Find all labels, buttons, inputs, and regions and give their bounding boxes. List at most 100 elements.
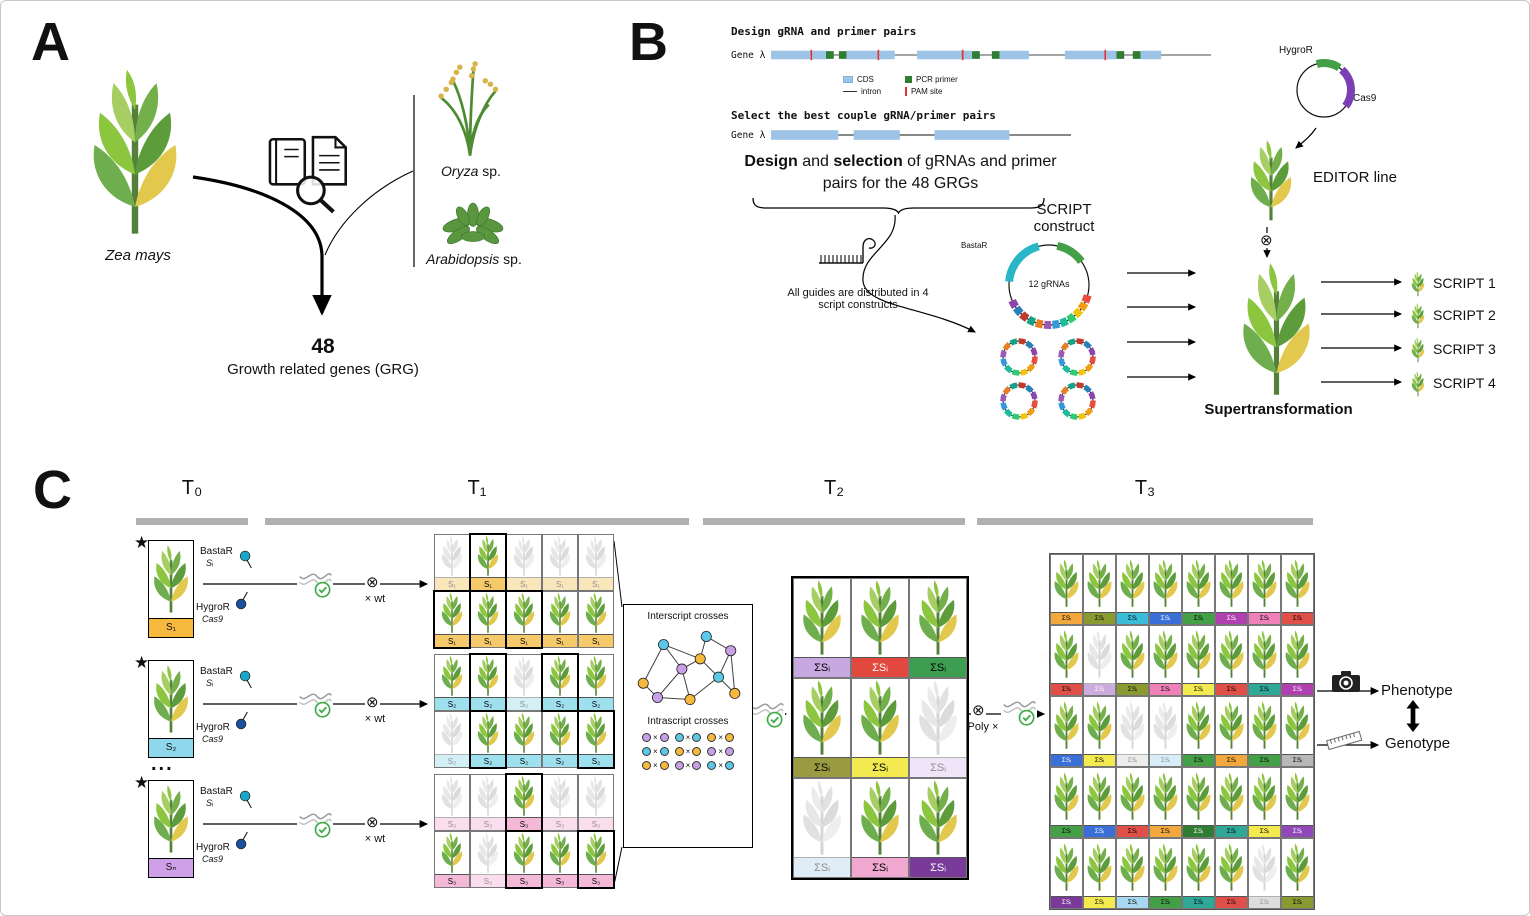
gene-count-caption: Growth related genes (GRG)	[227, 361, 419, 378]
plant-cell: ΣSᵢ	[1116, 838, 1149, 909]
maize-plant-icon	[1216, 839, 1247, 896]
genotyping-dna-icon	[297, 809, 333, 839]
bastar-marker-icon	[238, 670, 254, 690]
gene-map-2	[771, 130, 1072, 140]
literature-search-icon	[263, 129, 367, 215]
gene-map-row-1: Gene λ	[731, 47, 1212, 63]
plant-cell: ΣSᵢ	[1182, 838, 1215, 909]
maize-plant-icon	[149, 781, 193, 858]
script-plasmid-icon	[1005, 241, 1093, 329]
gene-lambda-label-2: Gene λ	[731, 129, 766, 141]
t0-row-s2: ★ S₂ BastaR Sᵢ HygroR Cas9	[134, 654, 436, 772]
sentence-bold-design: Design	[744, 153, 798, 170]
ruler-icon	[1325, 729, 1363, 751]
sample-label: S₁	[543, 577, 577, 590]
sample-label: ΣSᵢ	[1117, 825, 1148, 837]
pam-site-label: PAM site	[911, 87, 943, 96]
sample-label: ΣSᵢ	[1249, 612, 1280, 624]
plant-cell: S₁	[542, 591, 578, 648]
sample-label: S₃	[435, 874, 469, 887]
plant-cell: ΣSᵢ	[909, 778, 967, 878]
generation-t2-bar	[703, 518, 965, 525]
sample-label: S₁	[471, 577, 505, 590]
cross-parent-dot	[674, 747, 684, 756]
maize-plant-icon	[471, 655, 505, 697]
plant-cell: ΣSᵢ	[1215, 767, 1248, 838]
maize-plant-icon	[507, 535, 541, 577]
maize-plant-icon	[1051, 697, 1082, 754]
panel-c-label: C	[33, 460, 72, 520]
maize-plant-icon	[435, 592, 469, 634]
plant-cell: S₂	[434, 654, 470, 711]
bastar-label: BastaR	[200, 666, 233, 677]
sample-label: ΣSᵢ	[1150, 683, 1181, 695]
cross-x-symbol: ×	[718, 733, 723, 742]
plant-cell: ΣSᵢ	[1281, 767, 1314, 838]
plant-cell: ΣSᵢ	[1281, 625, 1314, 696]
sample-label: S₃	[543, 817, 577, 830]
phenotype-label: Phenotype	[1381, 682, 1453, 699]
maize-plant-icon	[794, 579, 850, 657]
maize-plant-icon	[1084, 626, 1115, 683]
plant-cell: ΣSᵢ	[793, 778, 851, 878]
plant-cell: ΣSᵢ	[1116, 625, 1149, 696]
maize-plant-icon	[579, 832, 613, 874]
plant-cell: ΣSᵢ	[1215, 696, 1248, 767]
sample-label: ΣSᵢ	[852, 757, 908, 777]
plant-cell: S₁	[434, 534, 470, 591]
editor-plant-icon	[1244, 139, 1298, 223]
wt-cross-label: × wt	[364, 593, 386, 605]
maize-plant-icon	[543, 535, 577, 577]
maize-plant-icon	[1216, 697, 1247, 754]
cross-circle-symbol: ⊗	[1259, 232, 1274, 249]
plant-cell: S₂	[541, 653, 579, 712]
maize-plant-icon	[543, 592, 577, 634]
t0-row-s1: ★ S₁ BastaR Sᵢ HygroR Cas9	[134, 534, 436, 652]
cross-parent-dot	[641, 761, 651, 770]
maize-plant-icon	[1051, 768, 1082, 825]
sample-label: ΣSᵢ	[1084, 754, 1115, 766]
hygror-marker-icon	[234, 830, 250, 850]
plant-cell: ΣSᵢ	[1050, 554, 1083, 625]
gene-map-row-2: Gene λ	[731, 127, 1072, 143]
sample-label: S₂	[543, 754, 577, 767]
intrascript-title: Intrascript crosses	[647, 716, 729, 727]
t0-plant-box: S₂	[148, 660, 194, 758]
script-plasmid-4-icon	[1058, 382, 1096, 420]
plant-cell: ΣSᵢ	[909, 578, 967, 678]
maize-plant-icon	[1150, 839, 1181, 896]
grna-count-label: 12 gRNAs	[1028, 279, 1070, 289]
cross-circle-symbol: ⊗	[365, 814, 380, 831]
maize-plant-icon	[1249, 839, 1280, 896]
up-down-arrow-icon	[1406, 700, 1420, 732]
sample-label: ΣSᵢ	[1051, 754, 1082, 766]
maize-plant-icon	[1216, 555, 1247, 612]
sample-label: S₁	[579, 577, 613, 590]
maize-plant-icon	[579, 655, 613, 697]
sample-label: S₃	[579, 817, 613, 830]
sample-label: ΣSᵢ	[1249, 825, 1280, 837]
plant-cell: ΣSᵢ	[1248, 696, 1281, 767]
plant-cell: S₂	[506, 654, 542, 711]
cross-parent-dot	[641, 733, 651, 742]
sample-label: ΣSᵢ	[794, 657, 850, 677]
sample-label: S₁	[471, 634, 505, 647]
sample-label: ΣSᵢ	[1084, 683, 1115, 695]
sample-label: ΣSᵢ	[1183, 754, 1214, 766]
plant-cell: S₁	[542, 534, 578, 591]
maize-plant-icon	[507, 775, 541, 817]
sample-label: S₃	[579, 874, 613, 887]
hygror-label: HygroR	[196, 602, 230, 613]
maize-plant-icon	[1051, 839, 1082, 896]
maize-plant-icon	[794, 779, 850, 857]
crosses-box: Interscript crosses Intrascript crosses …	[623, 604, 753, 848]
grna-scaffold-icon	[817, 231, 883, 273]
gene-count: 48	[311, 335, 335, 358]
arabidopsis-label: Arabidopsis sp.	[409, 251, 539, 267]
sample-label: ΣSᵢ	[852, 857, 908, 877]
plant-cell: S₃	[434, 774, 470, 831]
sample-label: ΣSᵢ	[1282, 754, 1313, 766]
